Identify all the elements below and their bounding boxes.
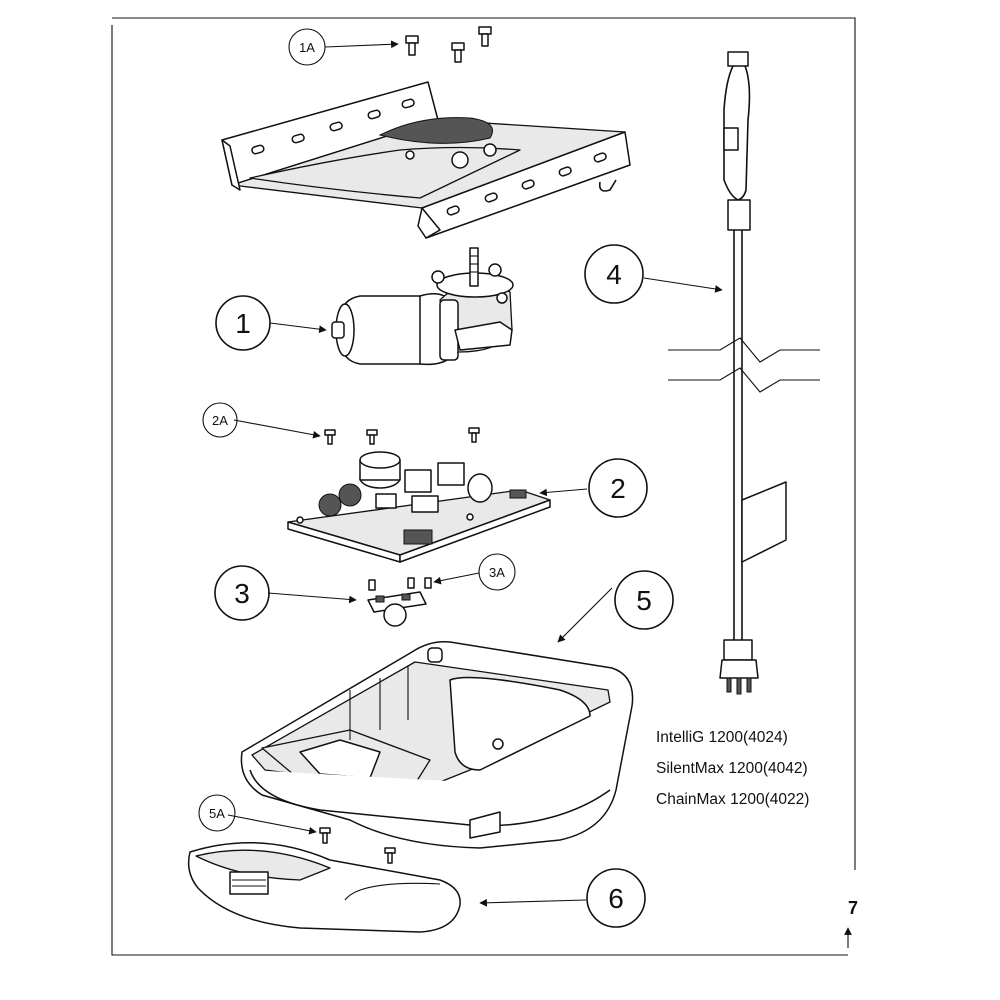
svg-text:4: 4	[606, 259, 622, 290]
model-name: IntelliG 1200(4024)	[656, 729, 788, 746]
part-mounting-bracket	[221, 81, 631, 239]
svg-text:3A: 3A	[489, 565, 505, 580]
part-power-cord	[719, 51, 787, 695]
model-name: SilentMax 1200(4042)	[656, 760, 808, 777]
callout-3a: 3A	[478, 553, 516, 591]
part-1a-screws	[405, 26, 492, 63]
part-5a-screws	[319, 827, 396, 864]
callout-5: 5	[614, 570, 674, 630]
callout-3: 3	[214, 565, 270, 621]
leader-lines	[227, 40, 852, 948]
callout-6: 6	[586, 868, 646, 928]
callout-5a: 5A	[198, 794, 236, 832]
svg-text:2: 2	[610, 473, 626, 504]
svg-text:2A: 2A	[212, 413, 228, 428]
svg-text:6: 6	[608, 883, 624, 914]
callout-1: 1	[215, 295, 271, 351]
svg-text:1A: 1A	[299, 40, 315, 55]
model-name: ChainMax 1200(4022)	[656, 791, 809, 808]
part-2a-screws	[324, 427, 480, 445]
svg-text:1: 1	[235, 308, 251, 339]
cord-break-symbol	[668, 337, 820, 393]
page-frame	[111, 17, 856, 956]
part-circuit-board	[287, 451, 551, 563]
bracket-slots	[251, 98, 607, 216]
callout-2: 2	[588, 458, 648, 518]
callout-2a: 2A	[202, 402, 238, 438]
model-list: IntelliG 1200(4024) SilentMax 1200(4042)…	[656, 729, 809, 808]
part-motor	[331, 247, 514, 366]
part-lens-cover	[187, 842, 461, 933]
part-housing	[240, 640, 634, 849]
svg-text:3: 3	[234, 578, 250, 609]
part-3a-screws	[368, 577, 432, 591]
callout-1a: 1A	[288, 28, 326, 66]
page-number: 7	[848, 898, 858, 918]
callout-4: 4	[584, 244, 644, 304]
part-light-socket	[367, 591, 427, 627]
svg-text:5: 5	[636, 585, 652, 616]
svg-text:5A: 5A	[209, 806, 225, 821]
